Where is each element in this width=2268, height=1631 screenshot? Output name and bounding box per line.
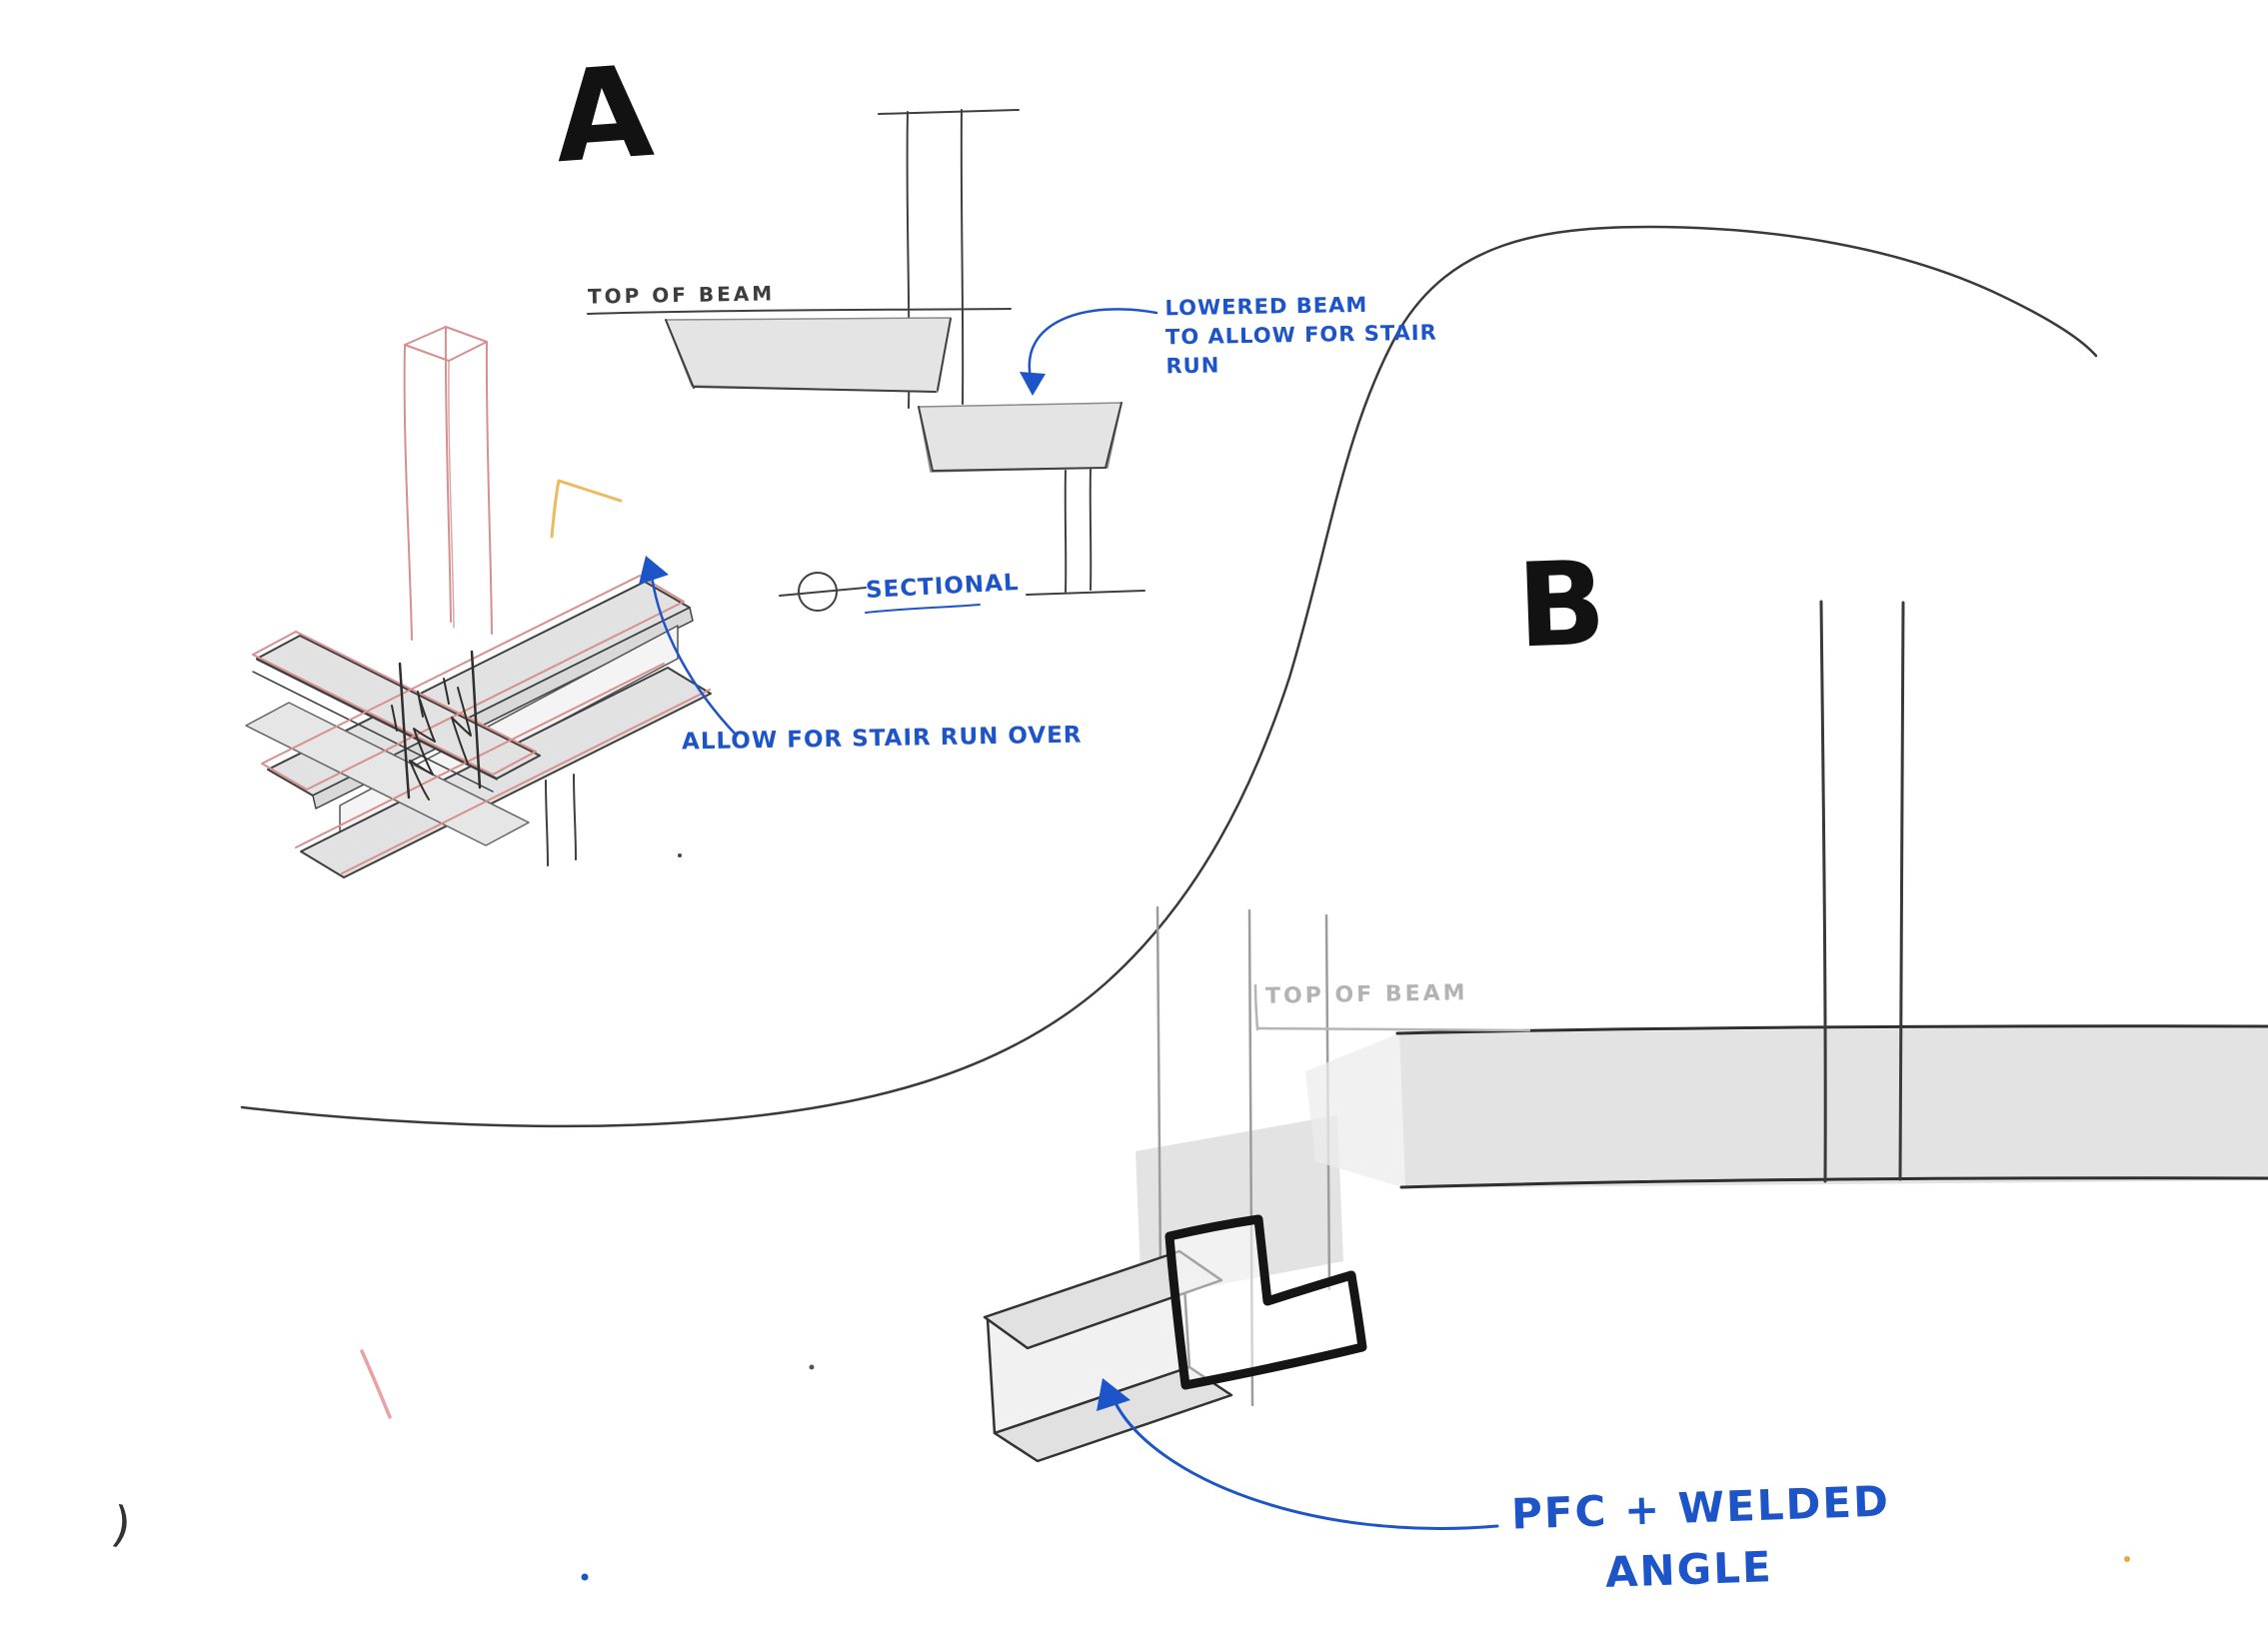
iso-cross-beam-front-edge bbox=[252, 659, 498, 793]
pfc-bottom-flange bbox=[993, 1365, 1233, 1463]
a-column-lower-line-right bbox=[1089, 469, 1093, 591]
pink-column-edge-1 bbox=[403, 344, 413, 641]
bolt-ticks bbox=[391, 678, 450, 732]
top-of-beam-label-b: TOP OF BEAM bbox=[1264, 980, 1468, 1009]
sketch-b-isometric-drawing bbox=[983, 1214, 1367, 1463]
iso-cross-beam-top-flange bbox=[256, 635, 541, 780]
stair-run-arrowhead bbox=[639, 556, 669, 585]
lowered-beam-note-line-3: RUN bbox=[1165, 353, 1220, 379]
sketch-a-annotation-arrows bbox=[639, 308, 1158, 738]
pink-column-edge-2 bbox=[444, 326, 452, 623]
top-of-beam-label-a: TOP OF BEAM bbox=[587, 281, 776, 309]
pfc-arrow-curve bbox=[1114, 1401, 1499, 1530]
b-column-line-right bbox=[1898, 601, 1905, 1181]
a-column-upper-line-right bbox=[960, 109, 965, 405]
section-cut-line bbox=[779, 587, 867, 597]
sketch-a-label: A bbox=[549, 37, 660, 192]
b-top-of-beam-tick bbox=[1253, 983, 1259, 1031]
lowered-beam-note: LOWERED BEAM TO ALLOW FOR STAIR RUN bbox=[1164, 290, 1437, 382]
a-upper-beam-edge-left bbox=[665, 319, 695, 389]
stiffener-edge-2 bbox=[470, 650, 482, 790]
a-upper-beam-edge-right bbox=[937, 318, 952, 391]
iso-support-line-right bbox=[573, 774, 577, 860]
a-lowered-beam-shading bbox=[918, 402, 1123, 473]
pink-beam-line-1 bbox=[295, 663, 665, 848]
pink-cross-beam-outline bbox=[252, 631, 537, 776]
a-column-bottom-tick bbox=[1026, 590, 1145, 596]
sketch-a-isometric-drawing bbox=[245, 326, 712, 878]
stray-dot-blue bbox=[581, 1573, 589, 1581]
lowered-beam-note-line-1: LOWERED BEAM bbox=[1164, 292, 1368, 321]
lowered-beam-arrowhead bbox=[1020, 372, 1046, 396]
stiffener-edge-1 bbox=[398, 662, 411, 800]
iso-pink-construction-lines bbox=[252, 326, 711, 874]
stray-dot-small bbox=[678, 853, 682, 857]
welded-angle-bold-outline bbox=[1164, 1214, 1367, 1390]
iso-dark-scribbles bbox=[391, 650, 482, 801]
pink-column-edge-4 bbox=[448, 360, 455, 629]
a-top-of-beam-line bbox=[587, 308, 1012, 315]
a-lowered-beam-edges bbox=[918, 402, 1123, 472]
stray-dot-orange bbox=[2124, 1556, 2130, 1562]
a-column-lower-line-left bbox=[1064, 470, 1068, 593]
a-column-top-tick bbox=[878, 109, 1020, 115]
b-beam-band-left-taper bbox=[1305, 1033, 1405, 1188]
pink-column-edge-3 bbox=[485, 341, 493, 635]
pfc-arrowhead bbox=[1097, 1378, 1131, 1411]
orange-highlight-line bbox=[550, 479, 623, 539]
s-curve-divider bbox=[240, 225, 2098, 1128]
stray-marks bbox=[360, 853, 2130, 1581]
a-upper-beam-edge-bottom bbox=[693, 386, 937, 393]
sectional-symbol bbox=[779, 572, 867, 612]
iso-beam-flange-thickness bbox=[312, 607, 694, 810]
pink-beam-line-2 bbox=[341, 689, 711, 874]
lowered-beam-note-line-2: TO ALLOW FOR STAIR bbox=[1164, 320, 1438, 350]
scribble-2 bbox=[451, 687, 472, 765]
pink-beam-outline bbox=[261, 575, 685, 791]
s-curve-path bbox=[240, 225, 2098, 1128]
scribble-1 bbox=[409, 699, 436, 801]
iso-cross-beam-bottom-flange bbox=[245, 702, 530, 846]
sketch-b-label: B bbox=[1514, 536, 1610, 675]
sketch-a-section-drawing bbox=[587, 109, 1145, 596]
b-column-line-left bbox=[1819, 600, 1827, 1183]
iso-support-line-left bbox=[545, 780, 549, 866]
pfc-note-line-2: ANGLE bbox=[1604, 1542, 1774, 1597]
a-upper-beam-shading bbox=[665, 317, 952, 393]
b-beam-bottom-edge bbox=[1399, 1176, 2268, 1189]
b-beam-band-shading bbox=[1399, 1025, 2268, 1188]
stair-run-arrow-curve bbox=[650, 574, 739, 738]
lowered-beam-arrow-curve bbox=[1028, 308, 1158, 380]
sketch-b-annotation-arrow bbox=[1097, 1378, 1499, 1530]
pink-stray-dash bbox=[360, 1349, 392, 1419]
sectional-underline bbox=[865, 604, 981, 614]
section-cut-circle bbox=[798, 572, 838, 612]
stray-dot-dark bbox=[809, 1364, 815, 1370]
b-top-of-beam-baseline bbox=[1255, 1026, 1531, 1032]
